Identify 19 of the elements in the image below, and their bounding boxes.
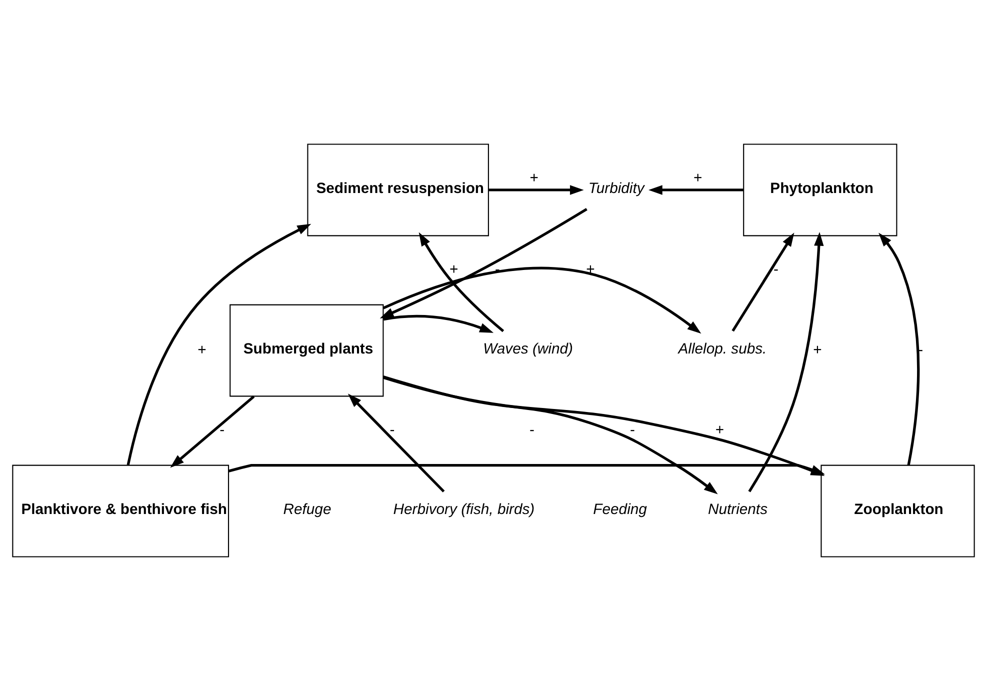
- label: Refuge: [283, 501, 332, 518]
- edge-label: +: [813, 342, 822, 358]
- node-text: Nutrients: [708, 501, 768, 518]
- edge-label: -: [220, 422, 225, 438]
- edge-label: -: [390, 422, 395, 438]
- edge-label: -: [774, 262, 779, 278]
- node-text: Herbivory (fish, birds): [393, 501, 535, 518]
- edge-label: +: [715, 422, 724, 438]
- edge-label: -: [918, 342, 924, 358]
- node-text: Waves (wind): [483, 340, 573, 357]
- edge-label: +: [694, 170, 702, 186]
- edge-label: +: [530, 170, 539, 186]
- edge-label: -: [530, 422, 535, 438]
- node-text: Allelop. subs.: [678, 340, 767, 357]
- edge-label: -: [630, 422, 635, 438]
- label: Feeding: [593, 501, 647, 518]
- node-text: Turbidity: [588, 180, 644, 196]
- edge-label: +: [198, 342, 206, 358]
- edge-label: +: [450, 262, 458, 278]
